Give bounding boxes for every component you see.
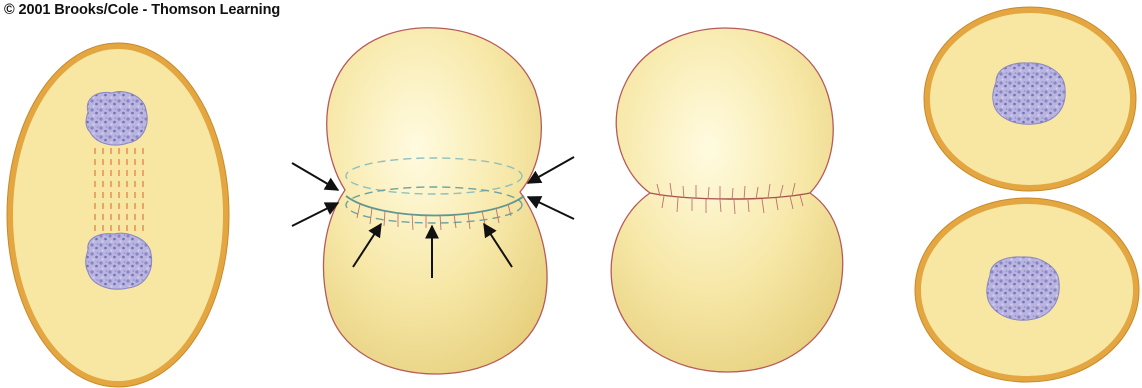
lower-daughter-nucleus (987, 257, 1059, 320)
arrow-upper-left (292, 163, 338, 190)
lower-chromatin-mass (86, 233, 152, 289)
arrow-lower-right (528, 197, 574, 219)
lower-daughter-cell (915, 198, 1139, 382)
anaphase-cell (7, 43, 229, 387)
upper-chromatin-mass (86, 92, 147, 146)
early-cleavage-cell (292, 28, 574, 374)
upper-daughter-cell (924, 7, 1136, 191)
late-cleavage-cell (611, 28, 842, 372)
upper-daughter-nucleus (993, 63, 1065, 124)
